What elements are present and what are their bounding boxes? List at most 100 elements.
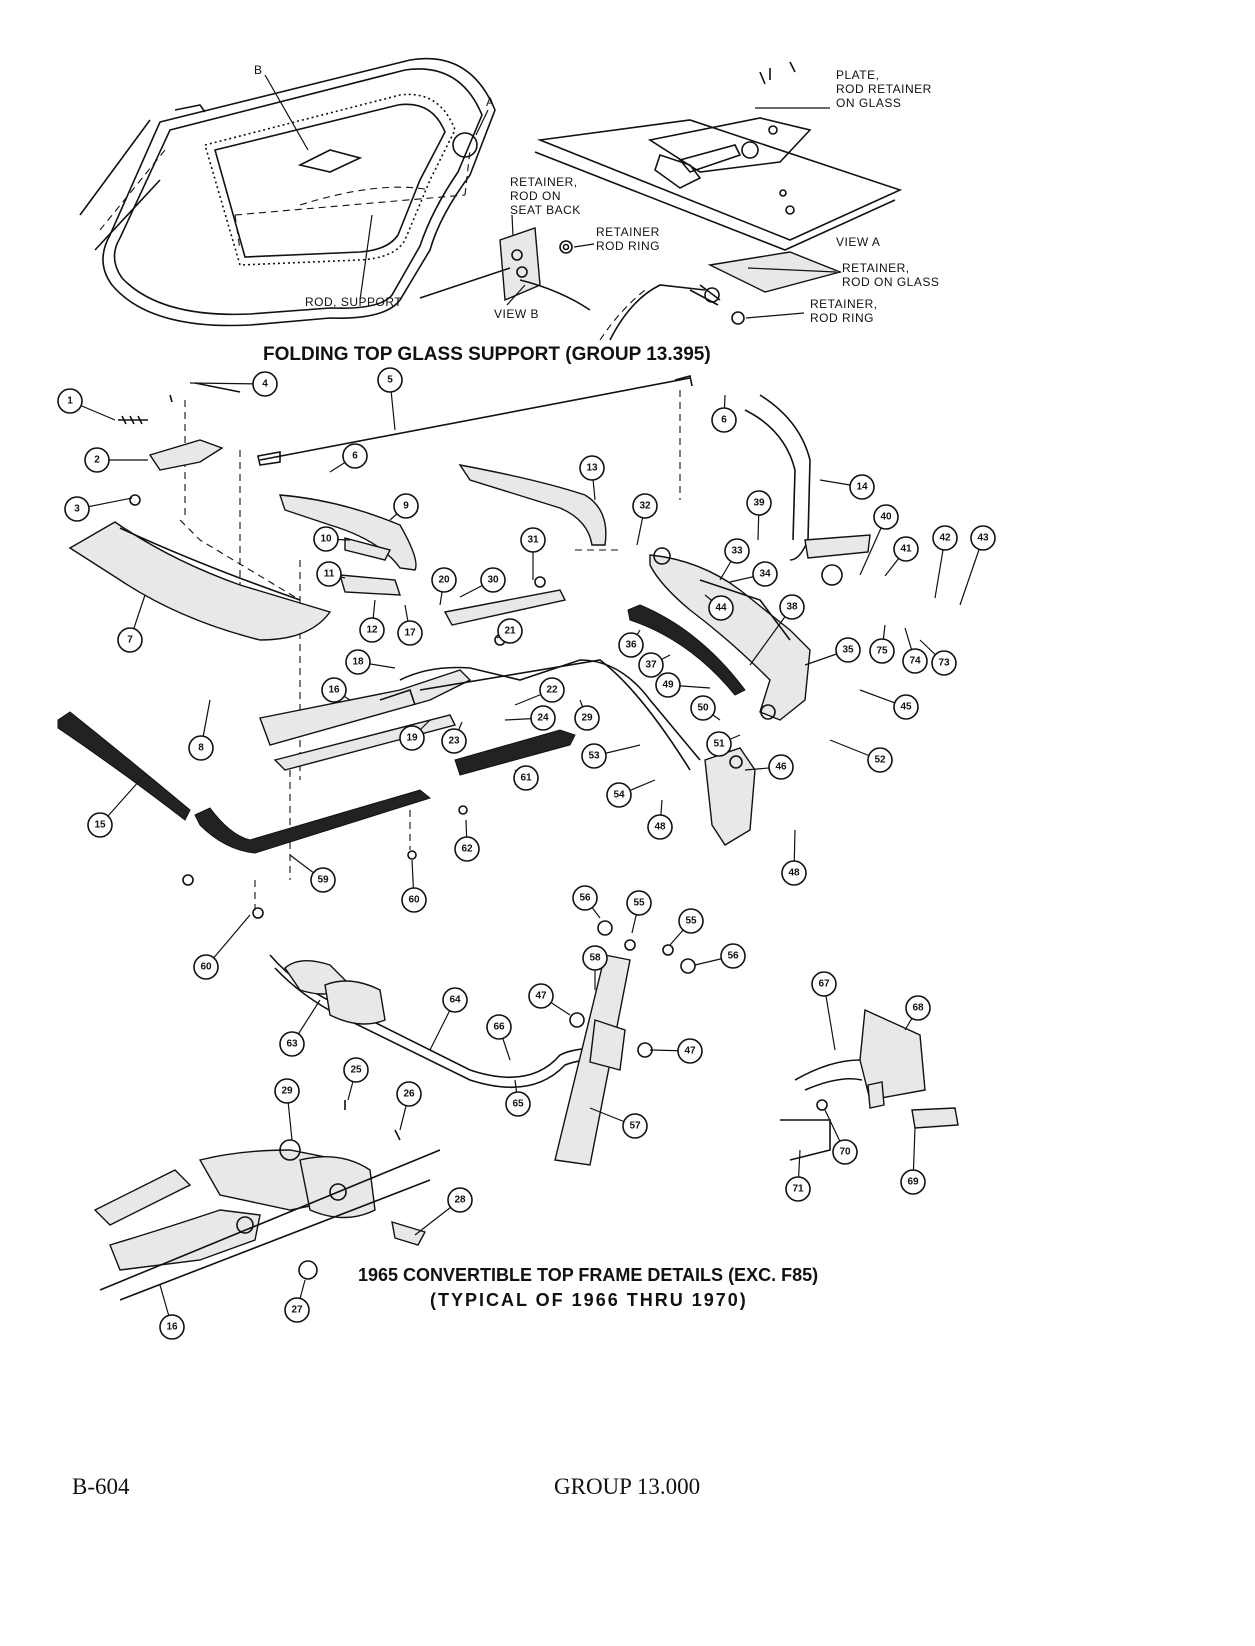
callout-number: 50 [697,703,709,714]
callout-number: 53 [588,751,600,762]
label-plate-line2: ROD RETAINER [836,82,932,96]
callout-number: 44 [715,603,727,614]
callout-circle [873,504,899,530]
callout-56: 56 [572,885,601,919]
label-ring-b-line2: ROD RING [596,239,660,253]
callout-47: 47 [649,1038,703,1064]
label-b: B [254,63,263,77]
callout-circle [708,595,734,621]
frame-illustration [57,375,871,919]
label-ring-a-line1: RETAINER, [810,297,878,311]
callout-number: 31 [527,535,539,546]
callout-12: 12 [359,599,385,643]
label-retainer-glass-line2: ROD ON GLASS [842,275,939,289]
callout-number: 12 [366,625,378,636]
callout-circle [393,493,419,519]
callout-circle [159,1314,185,1340]
callout-circle [606,782,632,808]
callout-11: 11 [316,561,346,587]
callout-circle [622,1113,648,1139]
callout-42: 42 [932,525,958,599]
callout-number: 47 [684,1046,696,1057]
callout-circle [117,627,143,653]
callout-circle [84,447,110,473]
label-retainer-seat-line3: SEAT BACK [510,203,581,217]
callout-17: 17 [397,604,423,646]
callout-circle [64,496,90,522]
callout-55: 55 [626,890,652,934]
callout-number: 63 [286,1039,298,1050]
callout-number: 67 [818,979,830,990]
callout-circle [647,814,673,840]
callout-58: 58 [582,945,608,990]
callout-49: 49 [655,672,711,698]
callout-number: 38 [786,602,798,613]
glass-support-title: FOLDING TOP GLASS SUPPORT (GROUP 13.395) [263,344,711,365]
callout-number: 68 [912,1003,924,1014]
label-retainer-seat-line2: ROD ON [510,189,561,203]
callout-circle [582,945,608,971]
callout-43: 43 [959,525,996,606]
callout-circle [377,367,403,393]
callout-number: 73 [938,658,950,669]
callout-number: 61 [520,773,532,784]
callout-number: 56 [579,893,591,904]
callout-54: 54 [606,779,656,808]
callout-6: 6 [711,394,737,433]
callout-circle [677,1038,703,1064]
callout-18: 18 [345,649,396,675]
callout-55: 55 [669,908,704,946]
callout-number: 36 [625,640,637,651]
callout-number: 66 [493,1022,505,1033]
callout-38: 38 [749,594,805,666]
callout-circle [932,525,958,551]
label-retainer-glass-line1: RETAINER, [842,261,910,275]
callout-number: 1 [67,396,73,407]
callout-circle [869,638,895,664]
label-view-a: VIEW A [836,235,880,249]
callout-circle [970,525,996,551]
callout-26: 26 [396,1081,422,1131]
callout-number: 55 [633,898,645,909]
callout-52: 52 [829,739,893,773]
callout-circle [632,493,658,519]
callout-circle [720,943,746,969]
callout-circle [626,890,652,916]
label-ring-a-line2: ROD RING [810,311,874,325]
callout-circle [513,765,539,791]
callout-circle [87,812,113,838]
callout-40: 40 [859,504,899,576]
callout-69: 69 [900,1127,926,1195]
callout-circle [711,407,737,433]
callout-number: 59 [317,875,329,886]
callout-75: 75 [869,624,895,664]
callout-circle [284,1297,310,1323]
label-retainer-seat-line1: RETAINER, [510,175,578,189]
callout-circle [431,567,457,593]
callout-46: 46 [744,754,794,780]
callout-number: 58 [589,953,601,964]
callout-20: 20 [431,567,457,606]
callout-circle [655,672,681,698]
lower-illustration [93,920,959,1301]
callout-circle [442,987,468,1013]
callout-39: 39 [746,490,772,541]
callout-50: 50 [690,695,721,721]
callout-number: 25 [350,1065,362,1076]
callout-68: 68 [904,995,931,1031]
callout-number: 69 [907,1177,919,1188]
callout-61: 61 [513,765,539,791]
callout-21: 21 [496,618,523,644]
callout-56: 56 [694,943,746,969]
callout-31: 31 [520,527,546,580]
callout-35: 35 [804,637,861,666]
callout-circle [779,594,805,620]
callout-15: 15 [87,779,141,838]
callout-number: 16 [328,685,340,696]
callout-circle [572,885,598,911]
page-number: B-604 [72,1474,130,1499]
callout-number: 64 [449,995,461,1006]
callout-1: 1 [57,388,116,421]
callout-66: 66 [486,1014,512,1061]
callout-13: 13 [579,455,605,501]
